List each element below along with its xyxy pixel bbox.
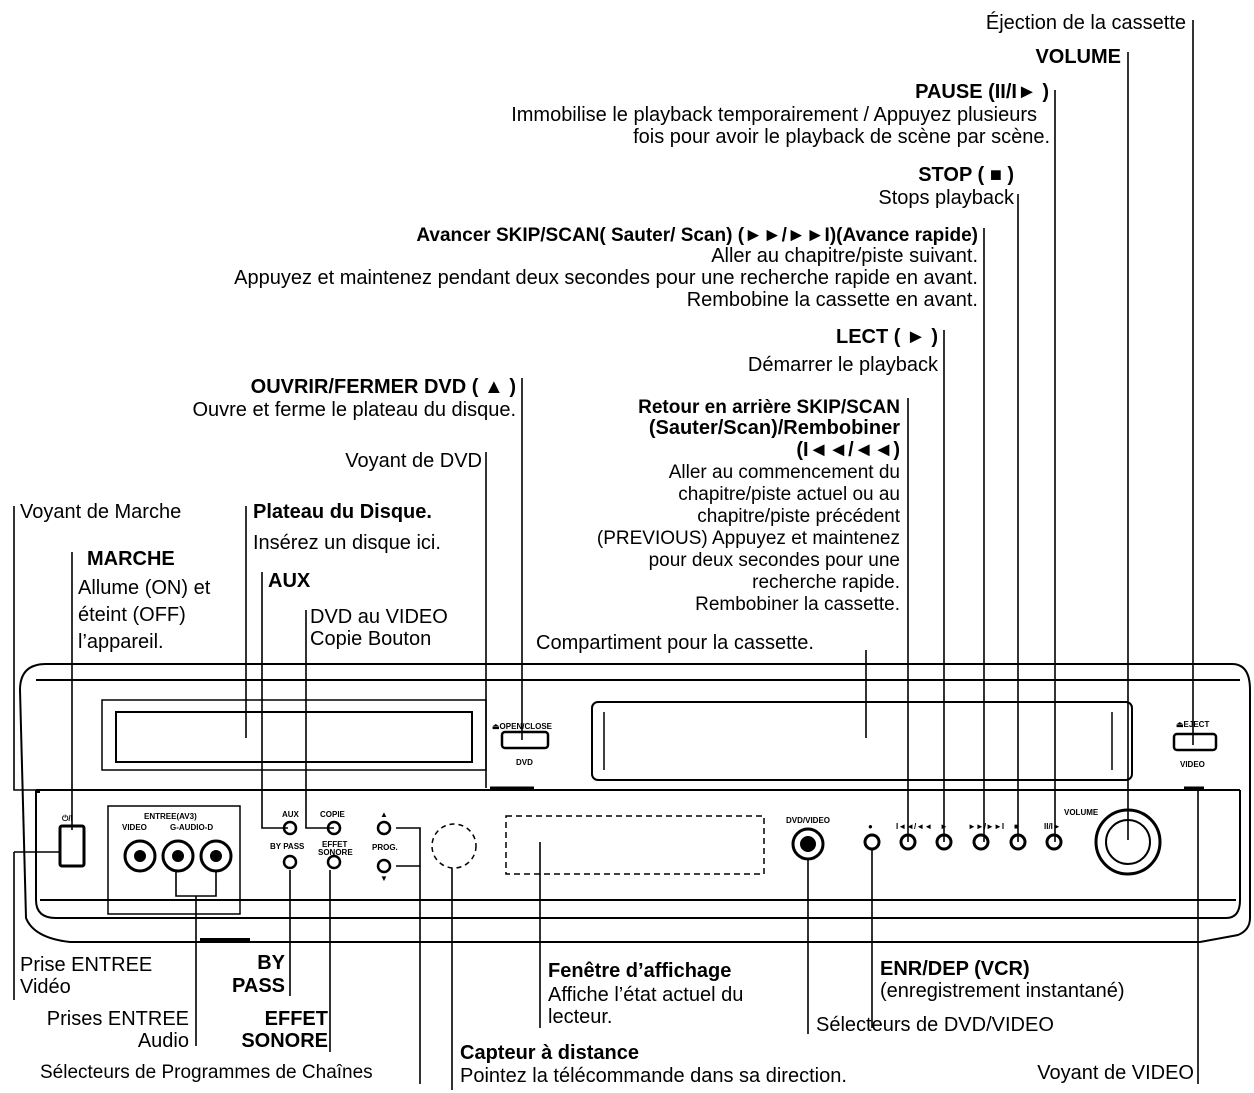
label-pause-title: PAUSE (II/I► ) <box>915 81 1049 103</box>
label-rew-desc5: pour deux secondes pour une <box>648 550 900 571</box>
label-cassette-bay: Compartiment pour la cassette. <box>536 632 814 654</box>
label-display-desc1: Affiche l’état actuel du <box>548 984 744 1006</box>
panel-pause-label: II/I► <box>1044 822 1061 831</box>
cassette-slot <box>591 701 1133 781</box>
label-rec-desc: (enregistrement instantané) <box>880 980 1125 1002</box>
label-rew-desc1: Aller au commencement du <box>668 462 900 483</box>
panel-dvd-video-label: DVD/VIDEO <box>786 816 831 825</box>
panel-dvd-label: DVD <box>516 758 533 767</box>
label-rew-desc6: recherche rapide. <box>752 572 900 593</box>
label-audio-in1: Prises ENTREE <box>46 1008 189 1030</box>
panel-video-label: VIDEO <box>1180 760 1205 769</box>
label-fwd-desc2: Appuyez et maintenez pendant deux second… <box>234 267 978 289</box>
panel-rew-label: I◄◄/◄◄ <box>896 822 933 831</box>
label-bypass2: PASS <box>232 975 285 997</box>
label-rew-title3: (I◄◄/◄◄) <box>796 439 900 461</box>
label-bypass1: BY <box>257 952 285 974</box>
disc-tray <box>115 711 473 763</box>
label-play-title: LECT ( ► ) <box>835 326 938 348</box>
label-openclose-desc: Ouvre et ferme le plateau du disque. <box>192 399 516 421</box>
label-marche-desc2: éteint (OFF) <box>78 604 186 626</box>
device-body <box>18 663 1251 943</box>
panel-eject-label: ⏏EJECT <box>1176 720 1210 729</box>
label-rec-title: ENR/DEP (VCR) <box>880 958 1030 980</box>
label-openclose-title: OUVRIR/FERMER DVD ( ▲ ) <box>250 376 516 398</box>
label-pause-desc2: fois pour avoir le playback de scène par… <box>633 126 1050 148</box>
label-play-desc: Démarrer le playback <box>747 354 938 376</box>
panel-video-in-label: VIDEO <box>122 823 147 832</box>
panel-bypass-label: BY PASS <box>270 842 305 851</box>
label-display-desc2: lecteur. <box>548 1006 613 1028</box>
remote-sensor <box>431 823 477 869</box>
label-marche-desc1: Allume (ON) et <box>78 577 211 599</box>
label-fwd-desc3: Rembobine la cassette en avant. <box>686 289 978 311</box>
label-rew-desc3: chapitre/piste précédent <box>697 506 900 527</box>
label-stop-title: STOP ( ■ ) <box>918 164 1014 186</box>
device-lower-panel <box>35 790 1241 919</box>
label-display-title: Fenêtre d’affichage <box>548 960 732 982</box>
label-prog: Sélecteurs de Programmes de Chaînes <box>40 1062 373 1083</box>
panel-sonore-label: SONORE <box>318 848 353 857</box>
panel-play-label: ► <box>940 822 948 831</box>
display-window <box>505 815 765 875</box>
label-audio-in2: Audio <box>137 1030 189 1052</box>
label-rew-desc7: Rembobiner la cassette. <box>695 594 900 615</box>
label-marche-desc3: l’appareil. <box>78 631 164 653</box>
panel-ff-label: ►►/►►I <box>968 822 1005 831</box>
label-aux: AUX <box>268 570 311 592</box>
label-dvd-lamp: Voyant de DVD <box>345 450 482 472</box>
label-pause-desc1: Immobilise le playback temporairement / … <box>511 104 1037 126</box>
label-remote-desc: Pointez la télécommande dans sa directio… <box>460 1065 847 1087</box>
label-power-lamp: Voyant de Marche <box>20 501 182 523</box>
panel-open-close-label: ⏏OPEN/CLOSE <box>492 722 553 731</box>
panel-stop-label: ■ <box>1014 822 1019 831</box>
panel-copie-label: COPIE <box>320 810 345 819</box>
label-marche-title: MARCHE <box>87 548 175 570</box>
label-video-in1: Prise ENTREE <box>20 954 153 976</box>
power-switch <box>58 824 86 868</box>
label-video-lamp: Voyant de VIDEO <box>1037 1062 1194 1084</box>
panel-effet-label: EFFET <box>322 840 348 849</box>
label-tray-title: Plateau du Disque. <box>253 501 432 523</box>
label-tray-desc: Insérez un disque ici. <box>253 532 441 554</box>
panel-audio-in-label: G-AUDIO-D <box>170 823 214 832</box>
label-rew-title1: Retour en arrière SKIP/SCAN <box>638 397 900 418</box>
label-rew-title2: (Sauter/Scan)/Rembobiner <box>648 417 900 439</box>
label-copy1: DVD au VIDEO <box>310 606 448 628</box>
label-fwd-title: Avancer SKIP/SCAN( Sauter/ Scan) (►►/►►I… <box>416 225 978 246</box>
panel-entree-label: ENTREE(AV3) <box>144 812 197 821</box>
label-stop-desc: Stops playback <box>878 187 1014 209</box>
panel-prog-down-label: ▼ <box>380 874 388 883</box>
panel-aux-label: AUX <box>282 810 299 819</box>
label-selector: Sélecteurs de DVD/VIDEO <box>816 1014 1054 1036</box>
label-remote-title: Capteur à distance <box>460 1042 639 1064</box>
panel-prog-label: PROG. <box>372 843 398 852</box>
label-copy2: Copie Bouton <box>310 628 432 650</box>
panel-prog-up-label: ▲ <box>380 810 388 819</box>
label-ejection: Éjection de la cassette <box>985 12 1186 34</box>
label-video-in2: Vidéo <box>20 976 71 998</box>
label-effet2: SONORE <box>241 1030 328 1052</box>
panel-rec-label: ● <box>868 822 873 831</box>
panel-volume-label: VOLUME <box>1064 808 1099 817</box>
label-effet1: EFFET <box>264 1008 328 1030</box>
label-fwd-desc1: Aller au chapitre/piste suivant. <box>711 245 978 267</box>
label-volume: VOLUME <box>1035 46 1121 68</box>
panel-power-label: ⏻/I <box>62 814 73 823</box>
label-rew-desc2: chapitre/piste actuel ou au <box>678 484 900 505</box>
label-rew-desc4: (PREVIOUS) Appuyez et maintenez <box>596 528 900 549</box>
